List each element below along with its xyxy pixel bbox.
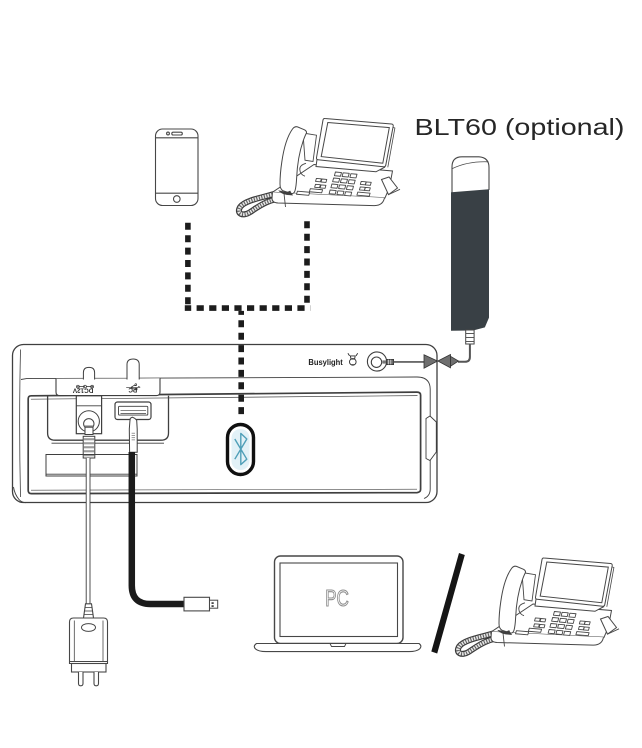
svg-text:DC12V: DC12V [72,386,93,393]
svg-text:Busylight: Busylight [308,357,343,367]
svg-text:PC: PC [128,386,137,393]
svg-text:PC: PC [325,585,349,611]
svg-text:BLT60 (optional): BLT60 (optional) [415,114,625,140]
